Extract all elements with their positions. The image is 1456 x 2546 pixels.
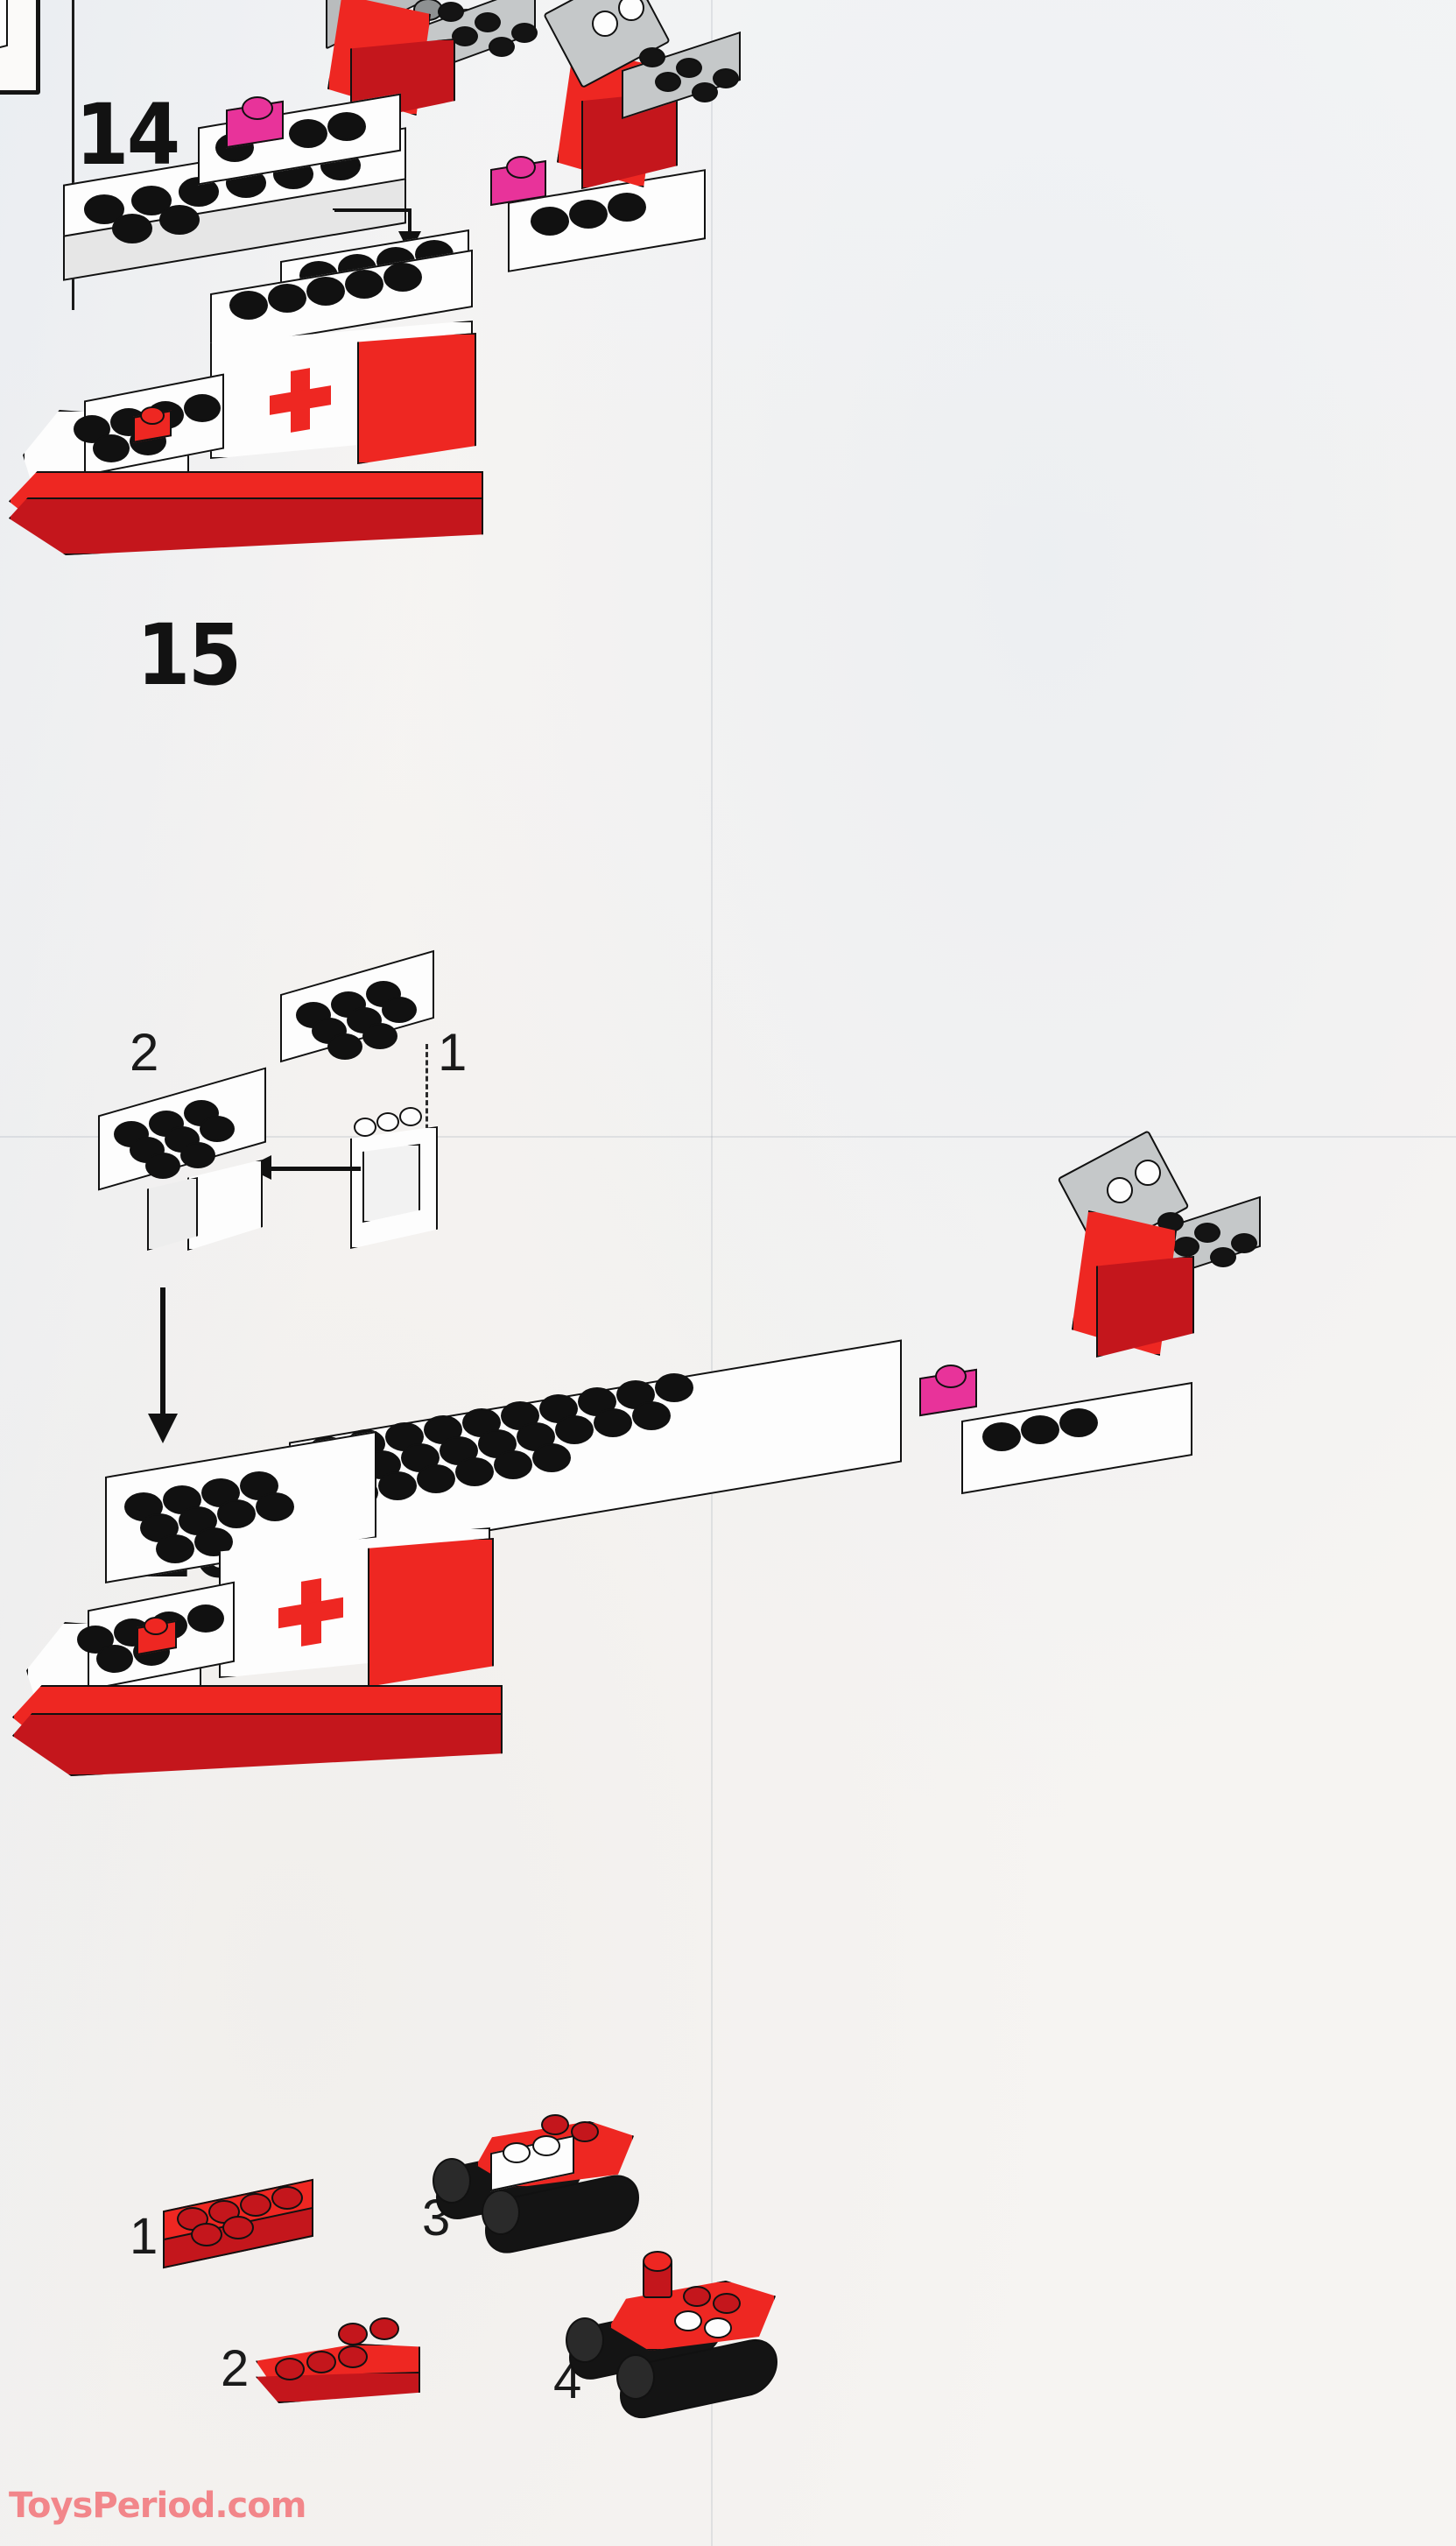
subassembly-to-step16-line — [160, 1287, 165, 1419]
arrow-down-icon — [148, 1414, 178, 1443]
watermark: ToysPeriod.com — [9, 2486, 306, 2526]
column-separator-rule — [72, 0, 74, 310]
step-number-14: 14 — [75, 86, 180, 184]
subassembly-callout-2: 2 — [130, 1023, 159, 1082]
subassembly-callout-1: 1 — [438, 1023, 468, 1082]
part-illustration-1 — [156, 2169, 322, 2269]
step14-connector-drop — [408, 208, 411, 236]
previous-step-corner-box — [0, 0, 40, 95]
part-number-2: 2 — [221, 2340, 250, 2397]
part-illustration-3 — [433, 2105, 664, 2281]
step-15-illustration — [0, 229, 543, 569]
red-cross-icon — [278, 1575, 343, 1650]
subassembly-illustration — [0, 949, 543, 1331]
part-number-1: 1 — [130, 2208, 158, 2265]
dashed-guide-icon — [426, 1044, 428, 1146]
subassembly-arrow-line — [270, 1167, 361, 1171]
step14-connector-stub — [333, 208, 336, 210]
step-number-15: 15 — [137, 606, 242, 704]
part-illustration-4 — [566, 2251, 805, 2444]
step-16-illustration — [0, 1130, 1456, 2119]
step-14-illustration — [0, 0, 788, 289]
red-cross-icon — [270, 364, 331, 436]
scan-fold-vertical — [711, 0, 713, 2546]
step14-connector-line — [334, 208, 411, 212]
part-illustration-2 — [247, 2296, 431, 2410]
